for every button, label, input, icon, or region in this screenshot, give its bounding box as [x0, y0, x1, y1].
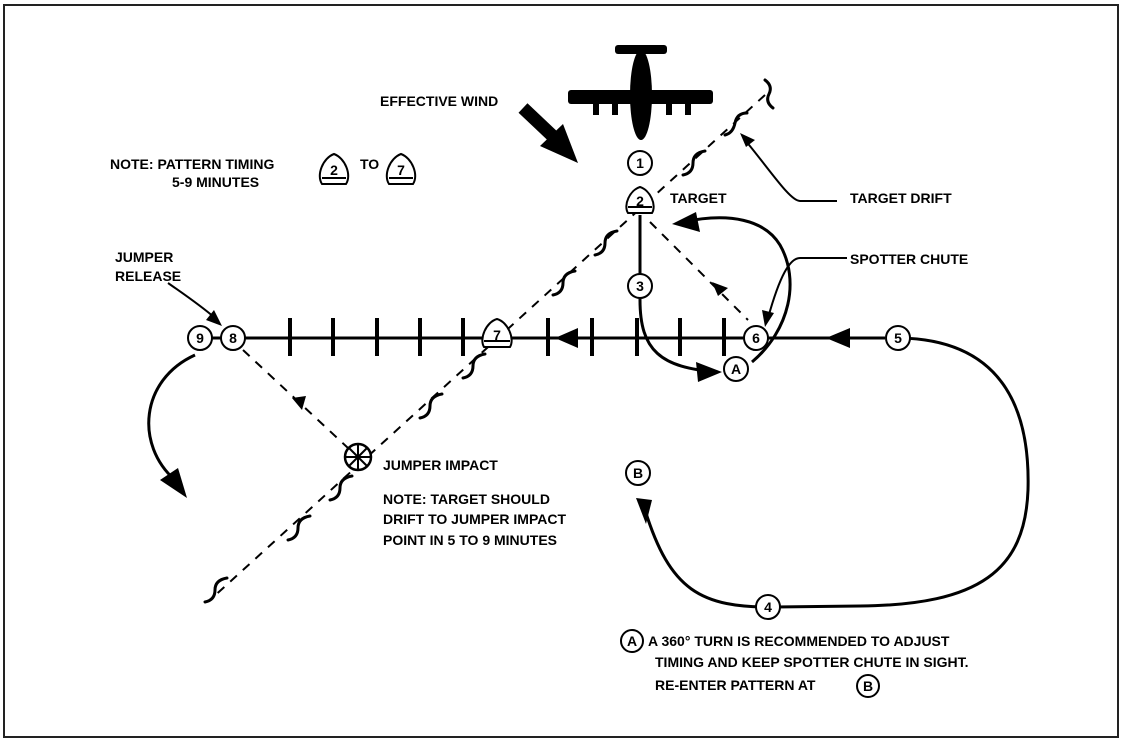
- spotter-loop-arrow: [672, 212, 700, 232]
- note-chute-7-icon: 7: [385, 152, 417, 185]
- marker-9: 9: [187, 325, 213, 351]
- footnote-marker-b: B: [856, 674, 880, 698]
- timing-ticks: [288, 318, 726, 356]
- spotter-chute-pointer: [767, 257, 847, 319]
- svg-text:A: A: [627, 633, 637, 649]
- label-footnote-2: TIMING AND KEEP SPOTTER CHUTE IN SIGHT.: [655, 654, 968, 670]
- svg-text:6: 6: [752, 330, 760, 346]
- note-chute-2-icon: 2: [318, 152, 350, 185]
- svg-text:2: 2: [330, 162, 338, 178]
- marker-8: 8: [220, 325, 246, 351]
- turn-arrow: [696, 362, 722, 382]
- marker-1: 1: [627, 150, 653, 176]
- label-note-drift-1: NOTE: TARGET SHOULD: [383, 491, 550, 507]
- label-effective-wind: EFFECTIVE WIND: [380, 93, 498, 109]
- jumper-release-pointer-head: [206, 310, 222, 326]
- chute-drift-arrow: [712, 282, 728, 296]
- label-footnote-1: A 360° TURN IS RECOMMENDED TO ADJUST: [648, 633, 950, 649]
- jumper-fall-arrow: [292, 396, 306, 410]
- svg-text:2: 2: [636, 193, 644, 209]
- label-jumper-release-1: JUMPER: [115, 249, 173, 265]
- target-drift-pointer: [740, 133, 837, 202]
- label-target: TARGET: [670, 190, 727, 206]
- direction-arrow-left: [555, 328, 578, 348]
- loop-arrow: [636, 498, 652, 524]
- spotter-loop: [682, 216, 792, 364]
- return-loop: [643, 336, 1030, 609]
- marker-6: 6: [743, 325, 769, 351]
- wind-arrow-icon: [518, 103, 578, 163]
- svg-text:7: 7: [493, 327, 501, 343]
- svg-text:3: 3: [636, 278, 644, 294]
- label-note-pattern-to: TO: [360, 156, 379, 172]
- footnote-marker-a: A: [620, 629, 644, 653]
- svg-text:7: 7: [397, 162, 405, 178]
- label-note-drift-3: POINT IN 5 TO 9 MINUTES: [383, 532, 557, 548]
- svg-text:A: A: [731, 361, 741, 377]
- label-spotter-chute: SPOTTER CHUTE: [850, 251, 968, 267]
- marker-2-chute: 2: [625, 185, 655, 214]
- label-jumper-release-2: RELEASE: [115, 268, 181, 284]
- svg-text:8: 8: [229, 330, 237, 346]
- airplane-icon: [568, 45, 713, 140]
- label-target-drift: TARGET DRIFT: [850, 190, 952, 206]
- spotter-chute-pointer-head: [762, 310, 774, 327]
- marker-b: B: [625, 460, 651, 486]
- jumper-impact-icon: [343, 442, 373, 472]
- svg-text:B: B: [633, 465, 643, 481]
- direction-arrow-right: [826, 328, 850, 348]
- marker-5: 5: [885, 325, 911, 351]
- marker-3: 3: [627, 273, 653, 299]
- svg-text:9: 9: [196, 330, 204, 346]
- marker-7-chute: 7: [481, 317, 513, 348]
- svg-text:5: 5: [894, 330, 902, 346]
- release-turn-arrow: [160, 468, 187, 498]
- svg-text:B: B: [863, 678, 873, 694]
- release-turn-arc: [147, 353, 196, 482]
- marker-a: A: [723, 356, 749, 382]
- label-note-drift-2: DRIFT TO JUMPER IMPACT: [383, 511, 566, 527]
- marker-4: 4: [755, 594, 781, 620]
- chute-drift-line: [649, 221, 749, 321]
- label-footnote-3: RE-ENTER PATTERN AT: [655, 677, 816, 693]
- svg-text:4: 4: [764, 599, 772, 615]
- jumper-release-pointer: [167, 282, 216, 319]
- label-note-pattern-2: 5-9 MINUTES: [172, 174, 259, 190]
- label-jumper-impact: JUMPER IMPACT: [383, 457, 498, 473]
- svg-text:1: 1: [636, 155, 644, 171]
- label-note-pattern-1: NOTE: PATTERN TIMING: [110, 156, 274, 172]
